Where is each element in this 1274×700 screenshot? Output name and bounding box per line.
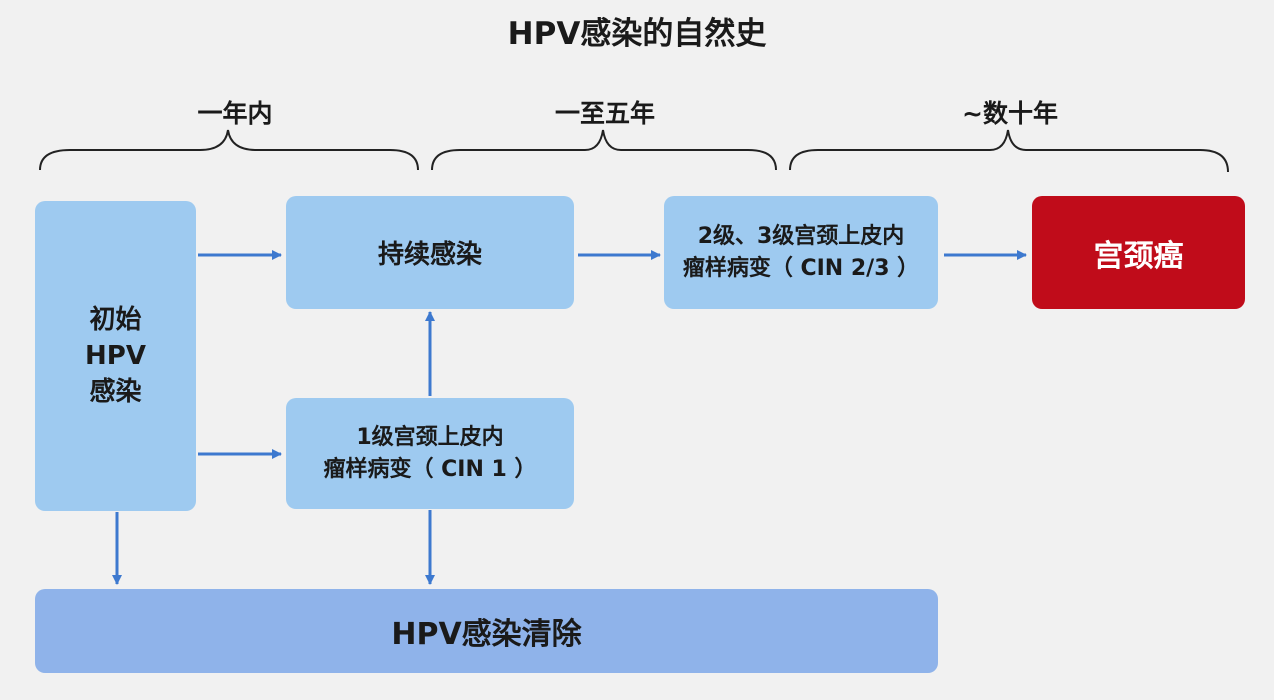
cin1-line-1: 1级宫颈上皮内 [356, 424, 504, 450]
initial-infection-line-2: HPV [85, 341, 146, 371]
period-label-1-5-years: 一至五年 [554, 99, 655, 128]
period-label-decades: ~数十年 [962, 99, 1058, 128]
diagram-title: HPV感染的自然史 [507, 16, 767, 52]
hpv-clearance-label: HPV感染清除 [391, 617, 582, 652]
hpv-clearance-box: HPV感染清除 [35, 589, 938, 673]
cin1-line-2: 瘤样病变（ CIN 1 ） [323, 456, 537, 482]
brace-1-5-years [431, 129, 777, 171]
initial-infection-line-1: 初始 [89, 305, 142, 335]
cin23-line-2: 瘤样病变（ CIN 2/3 ） [682, 255, 920, 281]
cin1-box: 1级宫颈上皮内 瘤样病变（ CIN 1 ） [286, 398, 574, 509]
cervical-cancer-box: 宫颈癌 [1032, 196, 1245, 309]
brace-decades [789, 129, 1229, 173]
period-label-year: 一年内 [197, 99, 273, 128]
persistent-infection-label: 持续感染 [377, 240, 482, 270]
initial-infection-line-3: 感染 [89, 377, 142, 407]
cin23-box: 2级、3级宫颈上皮内 瘤样病变（ CIN 2/3 ） [664, 196, 938, 309]
initial-infection-box: 初始 HPV 感染 [35, 201, 196, 511]
cin23-line-1: 2级、3级宫颈上皮内 [697, 223, 905, 249]
cervical-cancer-label: 宫颈癌 [1093, 238, 1184, 274]
persistent-infection-box: 持续感染 [286, 196, 574, 309]
brace-year [39, 129, 419, 171]
